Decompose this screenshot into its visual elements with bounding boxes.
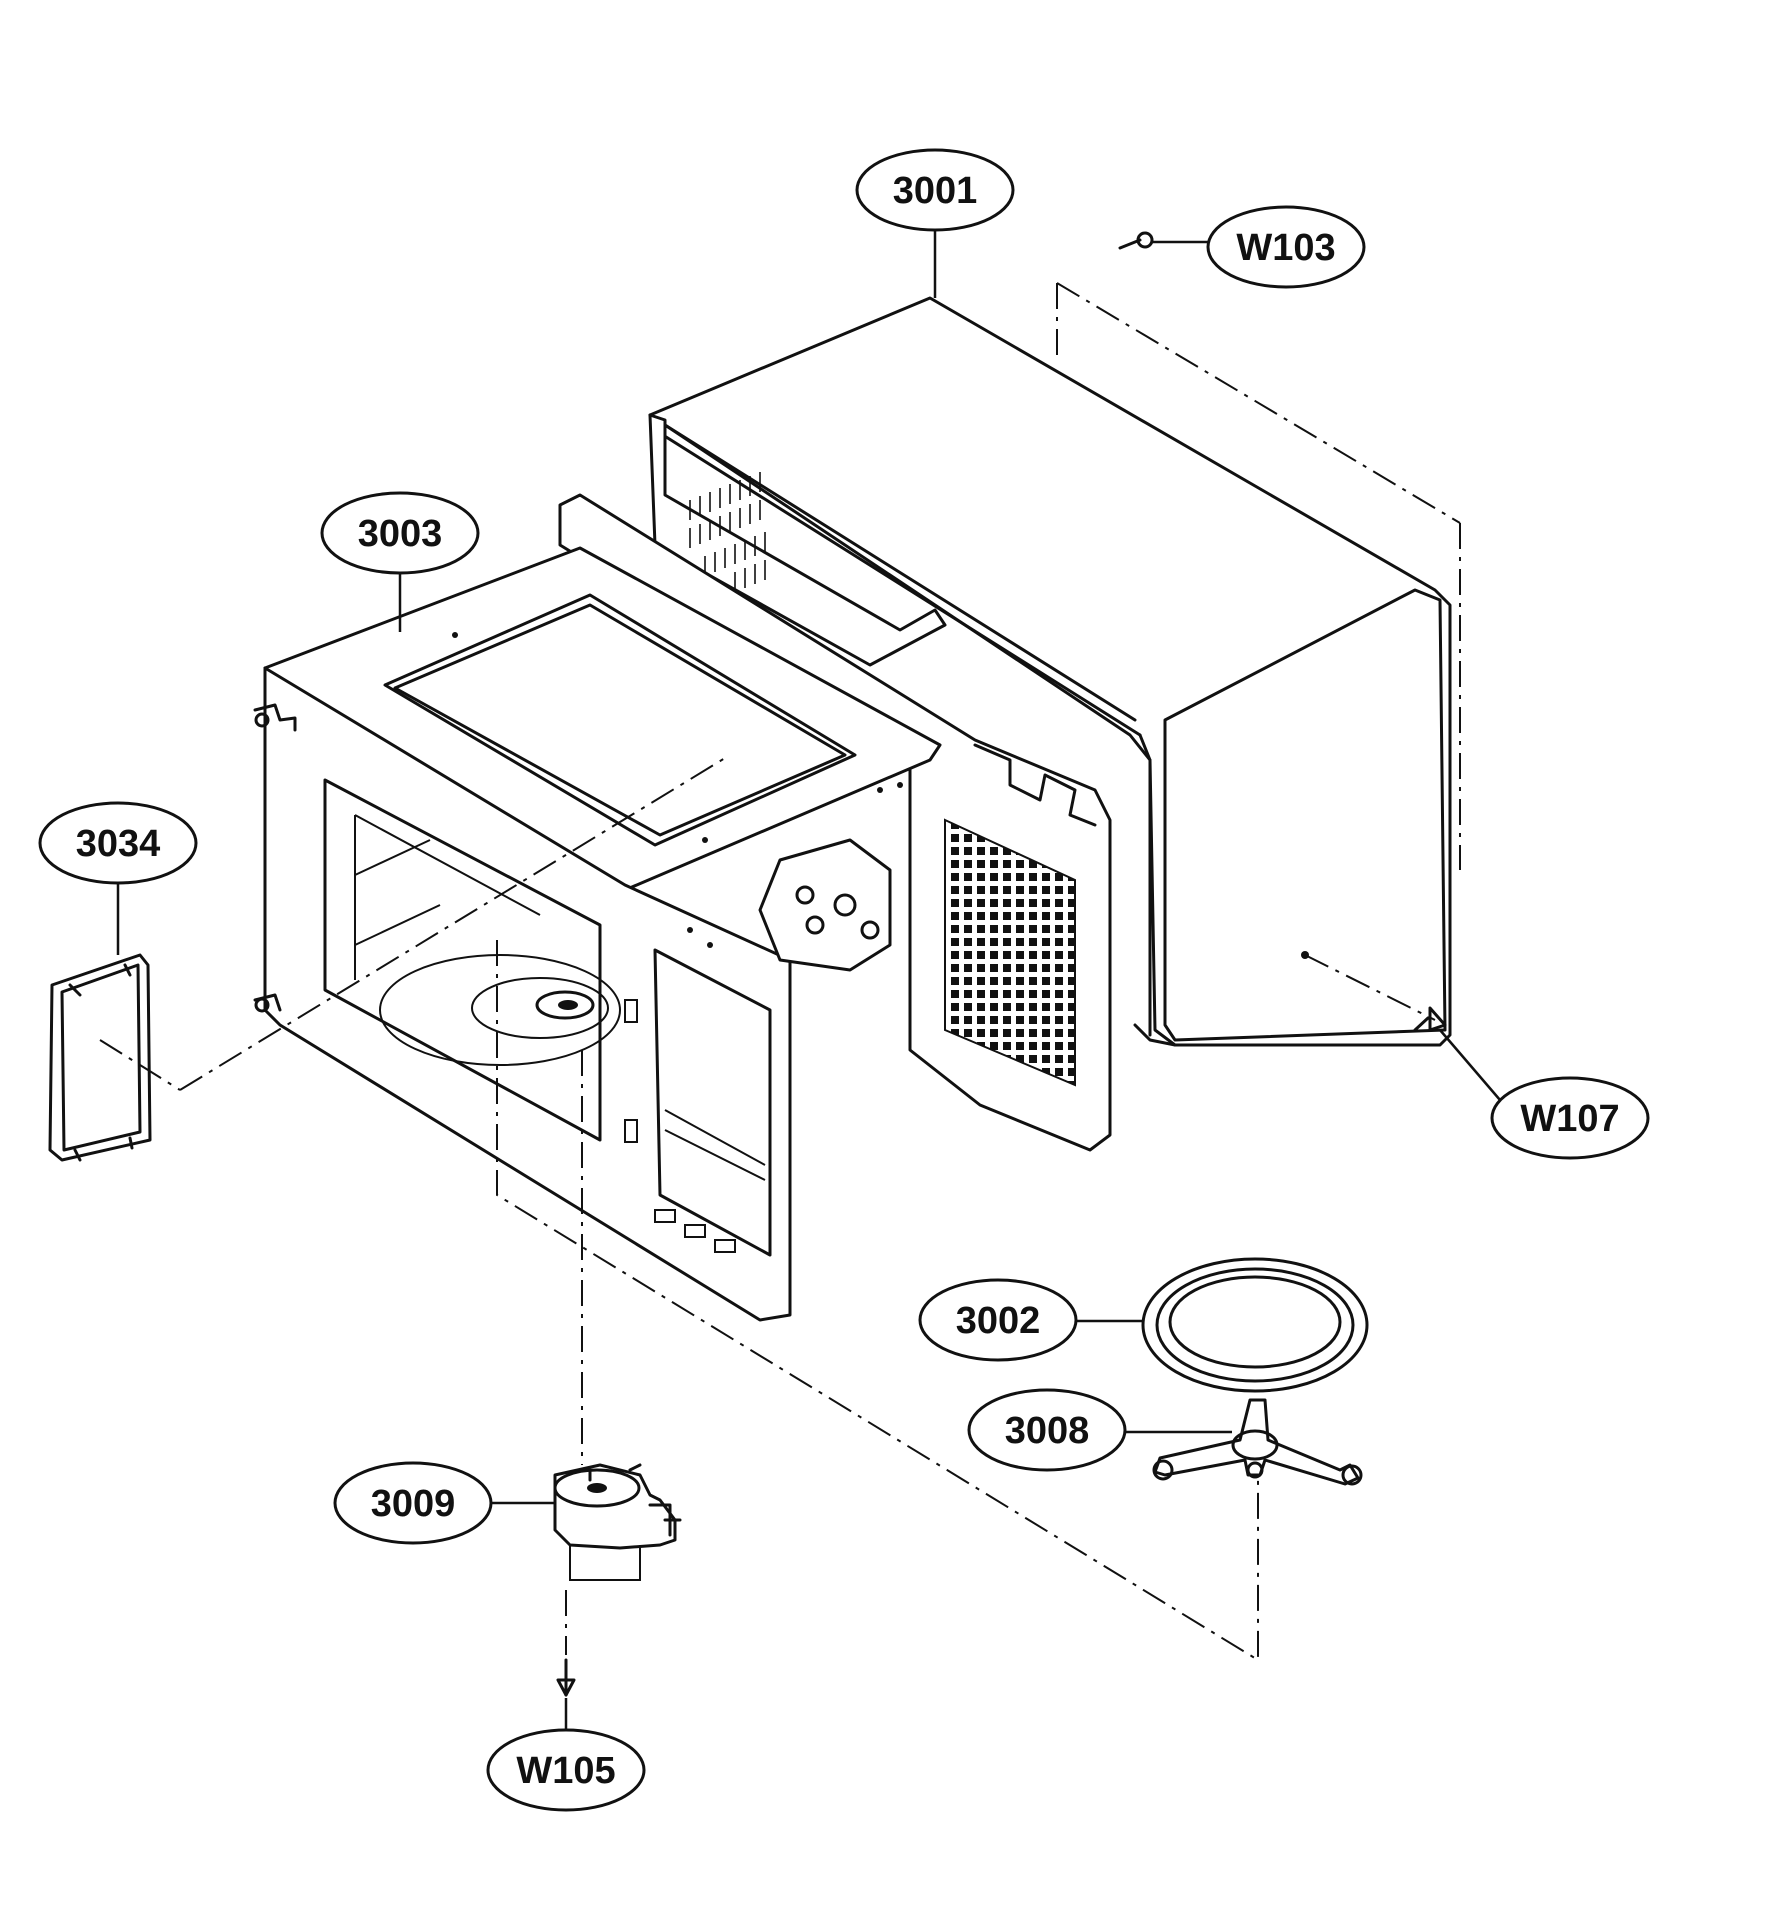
callout-3009-text: 3009 [371,1483,456,1525]
callout-w103: W103 [1152,205,1366,289]
callout-3002: 3002 [918,1278,1143,1362]
callout-3008-text: 3008 [1005,1410,1090,1452]
screw-w105 [556,1658,576,1697]
screw-w103 [1118,231,1154,250]
callout-3002-text: 3002 [956,1300,1041,1342]
callout-3008: 3008 [967,1388,1232,1472]
callout-3003: 3003 [320,491,480,632]
assembly-lines [99,282,1461,1662]
callout-3034-text: 3034 [76,823,161,865]
callout-3003-text: 3003 [358,513,443,555]
turntable-motor-3009 [553,1463,682,1581]
callout-3001-text: 3001 [893,170,978,212]
callout-w103-text: W103 [1236,227,1335,269]
waveguide-cover-3034 [48,953,152,1162]
callout-3001: 3001 [855,148,1015,298]
callout-w105-text: W105 [516,1750,615,1792]
callout-w107: W107 [1439,1029,1650,1160]
outer-cabinet-3001 [648,296,1452,1047]
callout-3009: 3009 [333,1461,555,1545]
callout-w105: W105 [486,1698,646,1812]
screw-w107 [1413,1006,1447,1032]
roller-guide-3008 [1152,1398,1363,1486]
glass-tray-3002 [1141,1257,1369,1393]
oven-cavity-3003 [253,493,1112,1322]
callout-3034: 3034 [38,801,198,955]
callout-w107-text: W107 [1520,1098,1619,1140]
